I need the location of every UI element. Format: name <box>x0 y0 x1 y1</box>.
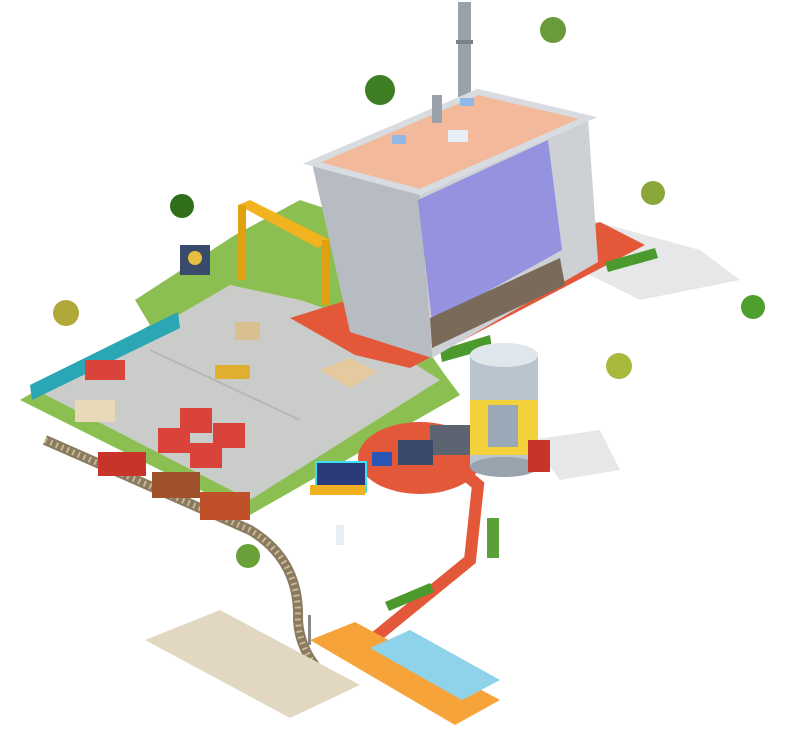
tree <box>53 300 79 326</box>
building-left-wall <box>312 163 432 358</box>
tree <box>606 353 632 379</box>
chimney-ring <box>456 40 473 44</box>
locomotive <box>98 452 146 476</box>
roof-skylight <box>448 130 468 142</box>
pipe-machinery <box>430 425 470 455</box>
platform-sign-post <box>308 615 311 645</box>
tree <box>236 544 260 568</box>
roof-vent <box>432 95 442 123</box>
gantry-crane-beam <box>238 200 330 248</box>
roof-skylight-2 <box>392 135 406 144</box>
tree <box>741 295 765 319</box>
platform-canopy <box>370 630 500 700</box>
worker-figure <box>336 525 344 545</box>
computer-console <box>398 440 433 465</box>
fence <box>30 312 180 400</box>
tree <box>170 194 194 218</box>
roof-parapet <box>302 88 598 196</box>
silo-window <box>488 405 518 447</box>
ore-bin <box>190 443 222 468</box>
pump-unit <box>528 440 550 472</box>
red-crate <box>85 360 125 380</box>
shrub-column <box>487 518 499 558</box>
pallet-stack <box>215 365 250 379</box>
gantry-crane-leg-right <box>322 240 330 305</box>
toolbox <box>372 452 392 466</box>
tree <box>540 17 566 43</box>
bench <box>310 485 365 495</box>
tree <box>641 181 665 205</box>
hedge-right <box>605 248 658 272</box>
red-walkway <box>368 465 485 645</box>
glass-facade <box>418 140 562 322</box>
ore-wagon <box>200 492 250 520</box>
forklift <box>235 322 260 340</box>
gantry-crane-leg-left <box>238 205 246 280</box>
roof-skylight-3 <box>460 98 474 106</box>
control-panel-dial <box>188 251 202 265</box>
hedge-walkway <box>385 583 434 611</box>
ore-bin <box>158 428 190 453</box>
ore-wagon <box>152 472 200 498</box>
gravel-yard <box>145 610 360 718</box>
tree <box>365 75 395 105</box>
chimney <box>458 2 471 97</box>
building-entrance <box>430 258 565 348</box>
yard-markings <box>149 349 301 421</box>
silo-base <box>470 457 538 477</box>
pallet-boxes <box>75 400 115 422</box>
train-platform <box>310 622 500 725</box>
silo-shadow <box>530 430 620 480</box>
silo-top <box>470 343 538 367</box>
hedge-front <box>440 335 492 362</box>
crate-stack <box>320 358 378 388</box>
